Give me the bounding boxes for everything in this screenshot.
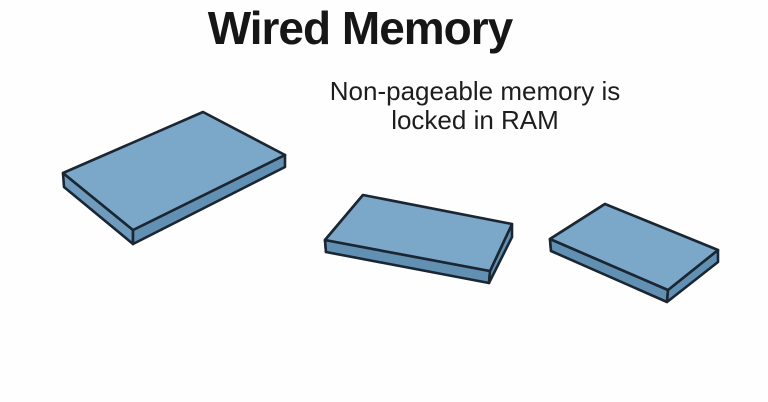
memory-block-small-icon — [548, 202, 720, 304]
memory-block-medium-icon — [323, 193, 514, 285]
block-top-face — [61, 110, 287, 232]
block-top-face — [548, 202, 720, 292]
subtitle-line-2: locked in RAM — [391, 105, 559, 135]
block-top-face — [323, 193, 514, 273]
page-title: Wired Memory — [207, 2, 514, 54]
memory-block-large-icon — [61, 110, 287, 246]
subtitle: Non-pageable memory is locked in RAM — [275, 77, 675, 135]
subtitle-line-1: Non-pageable memory is — [329, 76, 621, 106]
